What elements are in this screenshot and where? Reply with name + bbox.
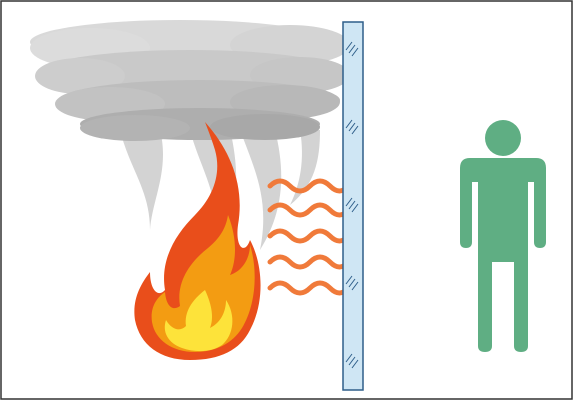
person-head: [485, 120, 521, 156]
glass-pane: [343, 22, 363, 390]
